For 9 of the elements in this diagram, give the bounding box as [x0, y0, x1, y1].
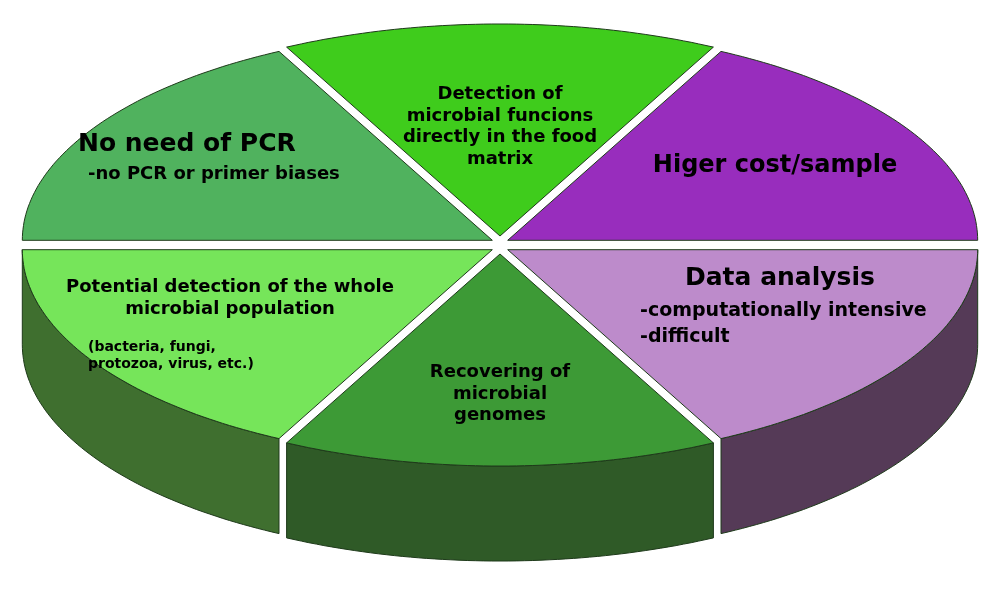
segment-heading: No need of PCR	[78, 128, 297, 158]
segment-heading: Higer cost/sample	[651, 150, 899, 179]
segment-heading: Recovering of microbial genomes	[428, 360, 572, 425]
segment-heading: Detection of microbial funcions directly in the food matrix	[401, 82, 599, 169]
segment-heading: Data analysis	[685, 262, 876, 292]
segment-text: -computationally intensive	[640, 298, 928, 321]
segment-text: -no PCR or primer biases	[88, 162, 341, 184]
segment-heading: Potential detection of the whole microbial population	[65, 275, 395, 319]
segment-text: -difficult	[640, 324, 731, 347]
